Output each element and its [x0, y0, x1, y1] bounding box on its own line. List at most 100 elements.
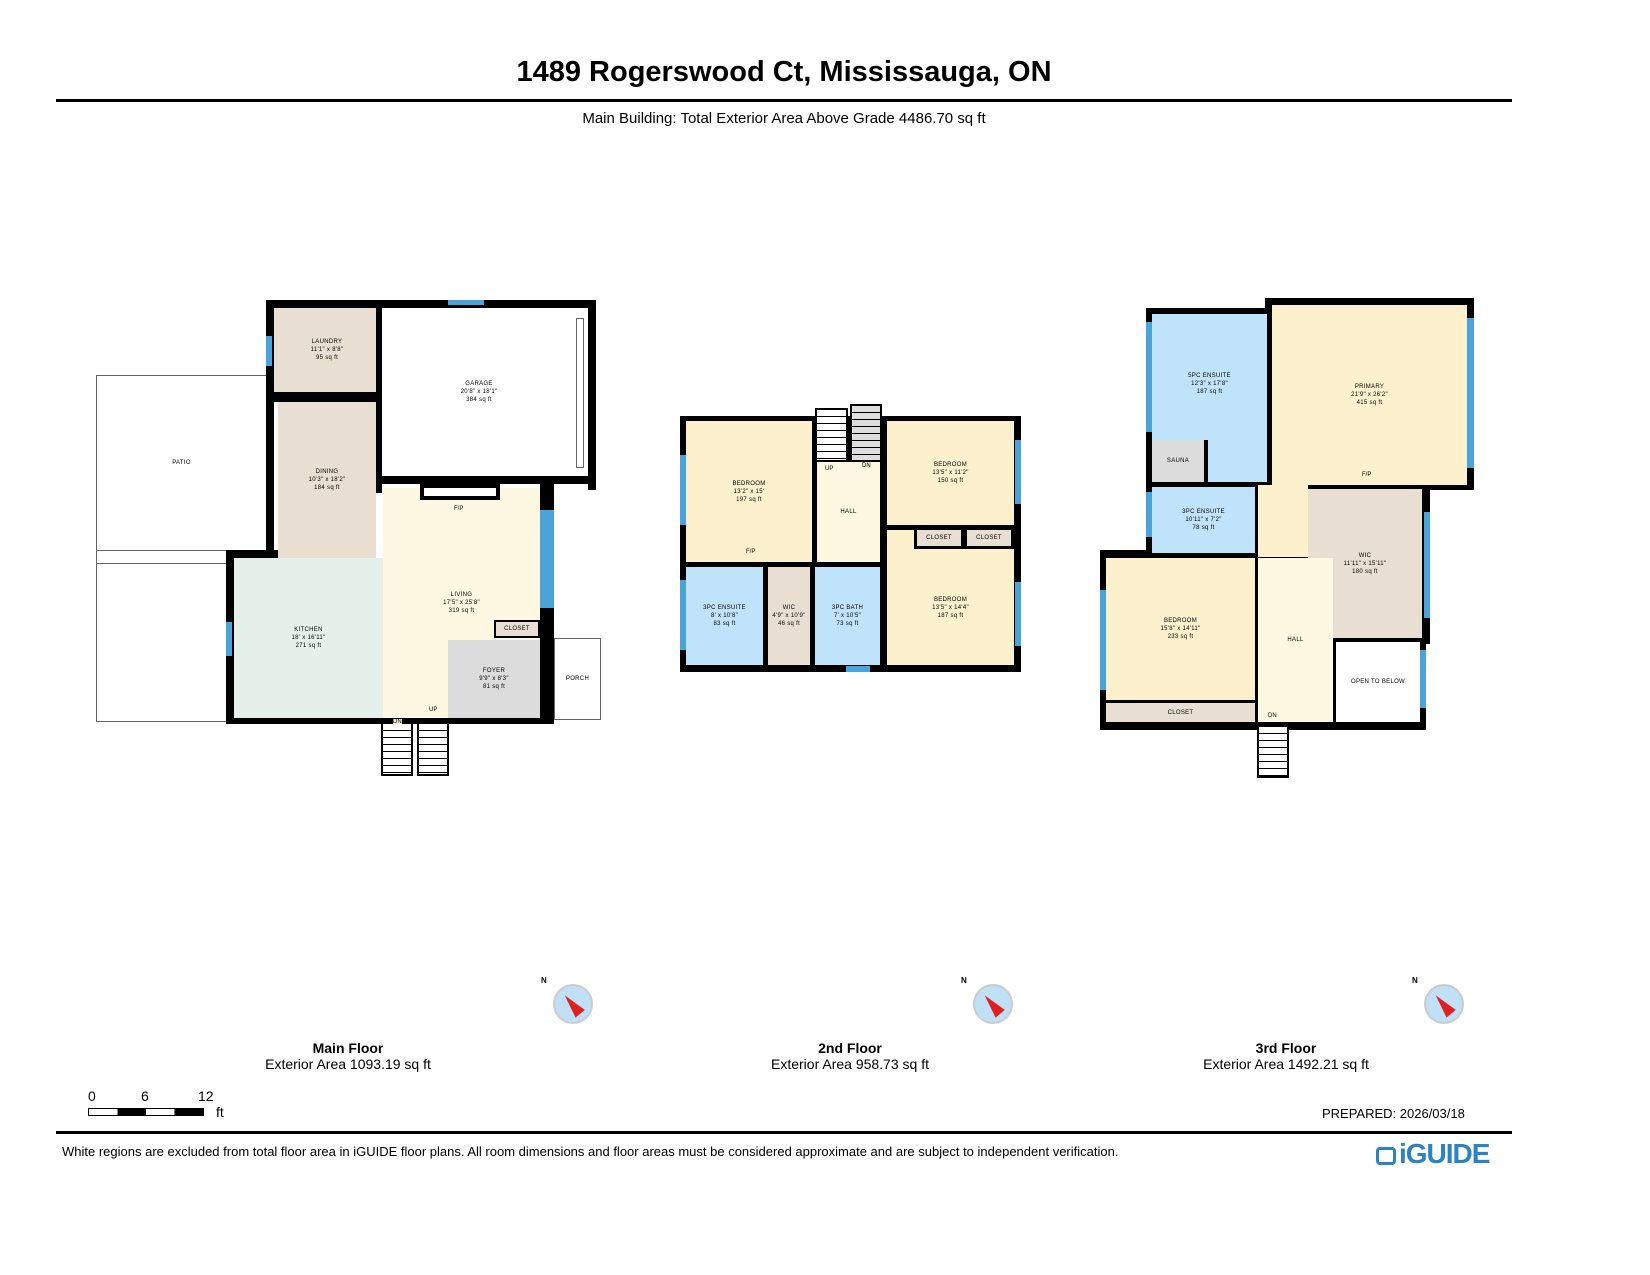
floor-name: 3rd Floor: [1255, 1040, 1317, 1056]
fireplace-label: F/P: [1362, 472, 1372, 478]
wall: [226, 550, 278, 558]
room-area: 184 sq ft: [314, 485, 340, 491]
room-area: 187 sq ft: [1196, 389, 1223, 395]
room-sauna: SAUNA: [1152, 440, 1208, 482]
room-dimensions: 9'9" x 8'3": [479, 676, 509, 682]
window: [226, 622, 232, 656]
room-area: 233 sq ft: [1167, 634, 1194, 640]
room-name: CLOSET: [976, 535, 1002, 541]
window: [1146, 322, 1152, 432]
room-area: 319 sq ft: [448, 608, 475, 614]
window: [680, 580, 686, 650]
scale-graphic: [88, 1108, 204, 1116]
room-area: 197 sq ft: [736, 496, 762, 503]
stairs-dn-label: DN: [1268, 713, 1277, 719]
room-name: WIC: [782, 605, 796, 611]
room-area: 415 sq ft: [1356, 400, 1383, 406]
wall: [266, 300, 596, 308]
room-dimensions: 21'9" x 26'2": [1351, 392, 1388, 398]
stairs-down: [850, 404, 882, 462]
window: [266, 336, 272, 366]
room-name: 3PC ENSUITE: [1182, 509, 1225, 515]
floor-name: 2nd Floor: [818, 1040, 882, 1056]
room-dimensions: 7' x 10'5": [833, 613, 862, 619]
iguide-logo-icon: [1376, 1147, 1396, 1165]
porch-outline: [554, 638, 601, 720]
north-compass-icon: N: [961, 976, 1013, 1024]
north-compass-icon: N: [1412, 976, 1464, 1024]
page-title: 1489 Rogerswood Ct, Mississauga, ON: [516, 56, 1052, 88]
floor-area: Exterior Area 1093.19 sq ft: [265, 1056, 431, 1072]
window: [1015, 440, 1021, 504]
prepared-date: PREPARED: 2026/03/18: [1322, 1106, 1465, 1121]
primary-extension: [1258, 485, 1308, 557]
room-name: 3PC ENSUITE: [703, 605, 746, 611]
window: [1100, 590, 1106, 690]
room-bedroom: BEDROOM 15'8" x 14'11" 233 sq ft: [1106, 558, 1255, 700]
room-area: 78 sq ft: [1192, 525, 1215, 531]
room-name: LAUNDRY: [311, 339, 343, 345]
room-name: HALL: [840, 509, 857, 515]
fireplace-label: F/P: [746, 549, 756, 555]
room-name: 3PC BATH: [831, 605, 864, 611]
room-dimensions: 13'5" x 14'4": [932, 604, 969, 611]
room-porch: PORCH: [554, 638, 601, 720]
room-name: BEDROOM: [732, 480, 766, 487]
iguide-logo: iGUIDE: [1376, 1138, 1490, 1170]
wall: [266, 300, 274, 550]
room-name: HALL: [1287, 637, 1304, 643]
room-name: GARAGE: [465, 381, 493, 387]
wall: [226, 718, 554, 724]
room-name: WIC: [1358, 552, 1372, 559]
room-area: 384 sq ft: [466, 397, 492, 403]
room-dimensions: 13'2" x 15': [733, 488, 765, 495]
room-dimensions: 11'1" x 8'8": [310, 347, 344, 353]
room-area: 81 sq ft: [482, 684, 506, 690]
room-dimensions: 10'3" x 18'2": [308, 477, 346, 483]
north-compass-icon: N: [541, 976, 593, 1024]
fireplace-label: F/P: [454, 506, 464, 512]
room-name: PORCH: [565, 676, 590, 682]
floor-area: Exterior Area 958.73 sq ft: [771, 1056, 929, 1072]
wall: [274, 392, 380, 402]
room-name: LIVING: [450, 592, 473, 598]
fireplace-hearth: [424, 488, 496, 496]
garage-door: [576, 318, 584, 468]
north-label: N: [541, 976, 547, 985]
window: [448, 300, 484, 305]
room-closet: CLOSET: [914, 527, 964, 549]
stairs-up-label: UP: [825, 466, 834, 472]
room-dimensions: 12'3" x 17'8": [1191, 381, 1228, 387]
room-area: 180 sq ft: [1352, 568, 1378, 575]
room-dimensions: 15'8" x 14'11": [1160, 626, 1201, 632]
stairs-up: [815, 408, 848, 462]
room-closet: CLOSET: [964, 527, 1014, 549]
room-name: FOYER: [482, 668, 506, 674]
logo-text: iGUIDE: [1399, 1138, 1490, 1169]
room-dimensions: 13'5" x 11'2": [932, 470, 969, 476]
compass-needle-icon: [1431, 991, 1456, 1018]
room-name: KITCHEN: [294, 627, 323, 633]
room-dimensions: 10'11" x 7'2": [1185, 517, 1222, 523]
scale-tick: 12: [198, 1088, 214, 1104]
room-name: CLOSET: [1167, 709, 1194, 716]
room-hall: HALL: [817, 462, 880, 562]
room-area: 95 sq ft: [315, 355, 339, 361]
room-name: CLOSET: [926, 535, 952, 541]
compass-needle-icon: [980, 991, 1005, 1018]
window: [1015, 582, 1021, 646]
window: [1424, 512, 1430, 618]
room-name: BEDROOM: [1163, 618, 1198, 624]
room-closet: CLOSET: [494, 620, 540, 638]
room-dimensions: 8' x 10'8": [710, 613, 739, 619]
floor-name: Main Floor: [312, 1040, 384, 1056]
window: [1420, 650, 1426, 708]
